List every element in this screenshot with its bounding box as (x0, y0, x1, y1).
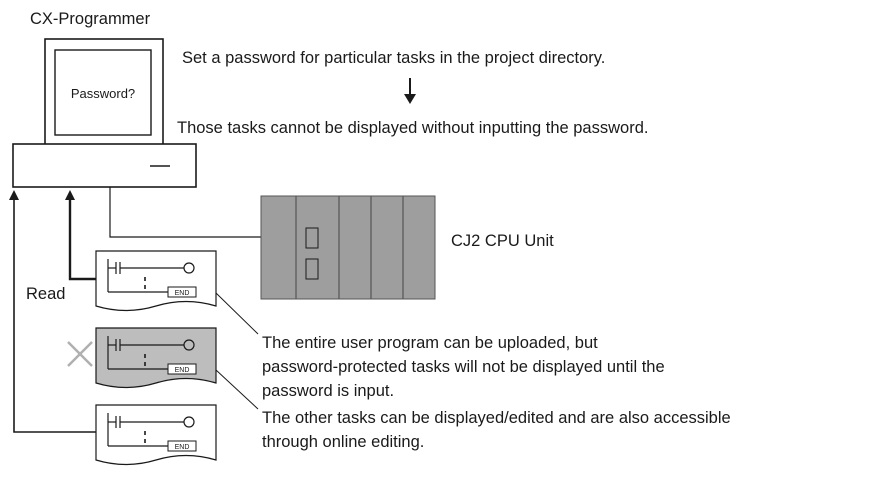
protected-note-line2: password-protected tasks will not be dis… (262, 358, 665, 376)
end-label: END (175, 367, 190, 374)
not-displayed-note: Those tasks cannot be displayed without … (177, 119, 648, 137)
online-edit-arrow (9, 190, 96, 433)
callout-leader-protected (215, 292, 259, 335)
read-label: Read (26, 285, 65, 303)
pc-title: CX-Programmer (30, 10, 151, 28)
monitor-screen (54, 49, 152, 136)
computer-icon: Password? (12, 38, 197, 188)
plc-unit (260, 195, 436, 300)
down-arrow-icon (404, 78, 416, 104)
cross-icon (67, 341, 93, 367)
read-arrow (65, 190, 96, 281)
protected-note-line3: password is input. (262, 382, 394, 400)
protected-note-line1: The entire user program can be uploaded,… (262, 334, 598, 352)
plc-label: CJ2 CPU Unit (451, 232, 554, 250)
callout-leader-other (215, 369, 259, 410)
plc-port (305, 227, 319, 249)
set-password-note: Set a password for particular tasks in t… (182, 49, 605, 67)
connection-cable (109, 187, 312, 238)
program-task-readable: END (95, 250, 217, 312)
plc-slot (305, 258, 319, 280)
other-note-line2: through online editing. (262, 433, 424, 451)
end-label: END (175, 290, 190, 297)
end-label: END (175, 444, 190, 451)
program-task-protected: END (95, 327, 217, 389)
other-note-line1: The other tasks can be displayed/edited … (262, 409, 731, 427)
program-task-editable: END (95, 404, 217, 466)
password-prompt: Password? (71, 86, 135, 101)
